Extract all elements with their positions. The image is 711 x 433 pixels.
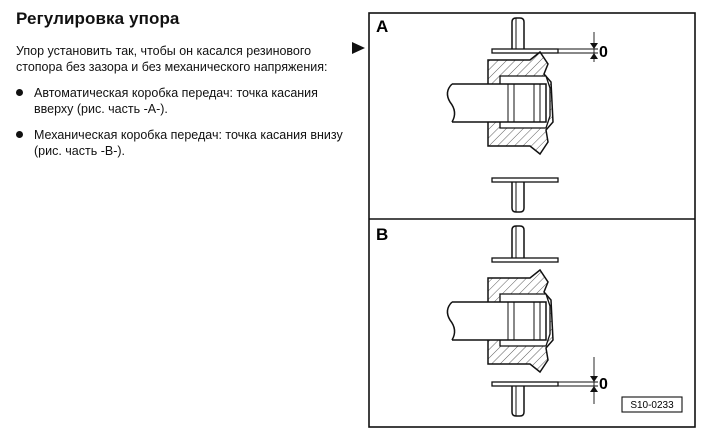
- gap-label-b: 0: [599, 376, 608, 393]
- arrow-pointer-icon: [352, 42, 365, 54]
- reference-code-box: [621, 396, 683, 413]
- bullet-dot-icon: [16, 131, 23, 138]
- panel-a-drawing: 0: [446, 17, 608, 213]
- technical-figure: A B 0: [368, 12, 696, 428]
- bullet-list: Автоматическая коробка передач: точка ка…: [16, 85, 346, 169]
- bullet-dot-icon: [16, 89, 23, 96]
- bullet-text-automatic: Автоматическая коробка передач: точка ка…: [34, 86, 318, 116]
- bullet-item-manual: Механическая коробка передач: точка каса…: [16, 127, 346, 159]
- gap-label-a: 0: [599, 44, 608, 61]
- panel-b-label: B: [376, 225, 388, 244]
- instruction-text: Упор установить так, чтобы он касался ре…: [16, 44, 328, 74]
- bullet-item-automatic: Автоматическая коробка передач: точка ка…: [16, 85, 346, 117]
- figure-frame: [368, 12, 696, 428]
- reference-code: S10-0233: [630, 400, 674, 411]
- panel-b-drawing: 0: [446, 225, 608, 417]
- stop-adjustment-diagram: A B 0: [368, 12, 696, 428]
- panel-a-label: A: [376, 17, 388, 36]
- page-title: Регулировка упора: [16, 9, 180, 28]
- bullet-text-manual: Механическая коробка передач: точка каса…: [34, 128, 343, 158]
